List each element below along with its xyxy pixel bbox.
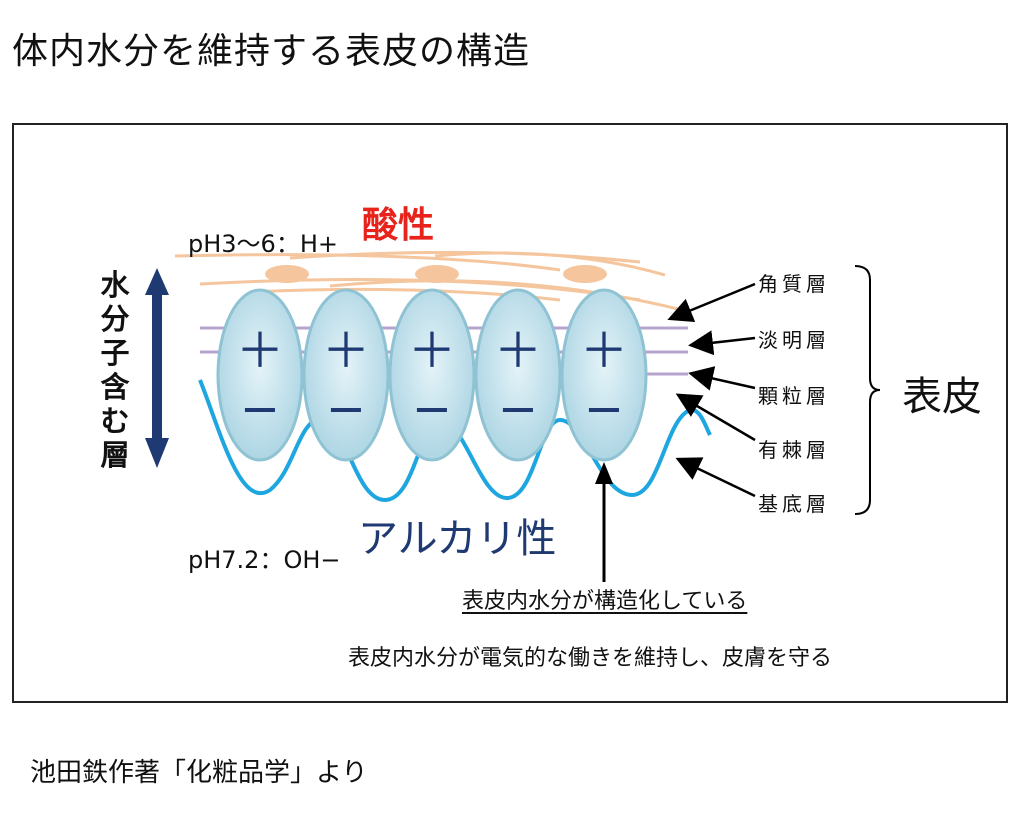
cell-minus: −	[584, 381, 624, 437]
corneum-flake	[415, 265, 459, 283]
layer-label-basale: 基底層	[758, 492, 830, 516]
corneum-flake	[265, 265, 309, 283]
layer-label-lucidum: 淡明層	[758, 328, 830, 352]
cell-minus: −	[412, 381, 452, 437]
alkaline-label: アルカリ性	[358, 516, 557, 562]
structured-water-note: 表皮内水分が構造化している	[462, 589, 748, 614]
cell	[388, 288, 476, 462]
acid-ph-label: pH3〜6：H+	[188, 230, 338, 258]
corneum-flake	[563, 265, 607, 283]
alkaline-ph-label: pH7.2：OH−	[188, 546, 341, 574]
source-citation: 池田鉄作著「化粧品学」より	[30, 758, 368, 788]
epidermis-label: 表皮	[902, 374, 982, 420]
cell-plus: ＋	[494, 323, 542, 379]
water-layer-arrow	[145, 268, 169, 468]
cell	[474, 288, 562, 462]
water-layer-label: 水分子含む層	[100, 268, 130, 472]
epidermis-brace	[854, 265, 881, 515]
cell-plus: ＋	[408, 323, 456, 379]
cell-minus: −	[498, 381, 538, 437]
cell-plus: ＋	[322, 323, 370, 379]
maintain-note: 表皮内水分が電気的な働きを維持し、皮膚を守る	[348, 646, 833, 671]
page-title: 体内水分を維持する表皮の構造	[12, 31, 531, 72]
cell	[560, 288, 648, 462]
cell	[216, 288, 304, 462]
layer-label-spinosum: 有棘層	[758, 438, 830, 462]
structured-water-arrow	[595, 462, 613, 582]
cell-plus: ＋	[580, 323, 628, 379]
layer-label-granulosum: 顆粒層	[758, 384, 830, 408]
cell-plus: ＋	[236, 323, 284, 379]
cell	[302, 288, 390, 462]
layer-label-corneum: 角質層	[758, 272, 830, 296]
layer-arrows	[667, 282, 756, 498]
cells	[216, 288, 648, 462]
cell-minus: −	[326, 381, 366, 437]
acid-label: 酸性	[362, 205, 435, 246]
cell-minus: −	[240, 381, 280, 437]
diagram-frame	[12, 123, 1008, 703]
